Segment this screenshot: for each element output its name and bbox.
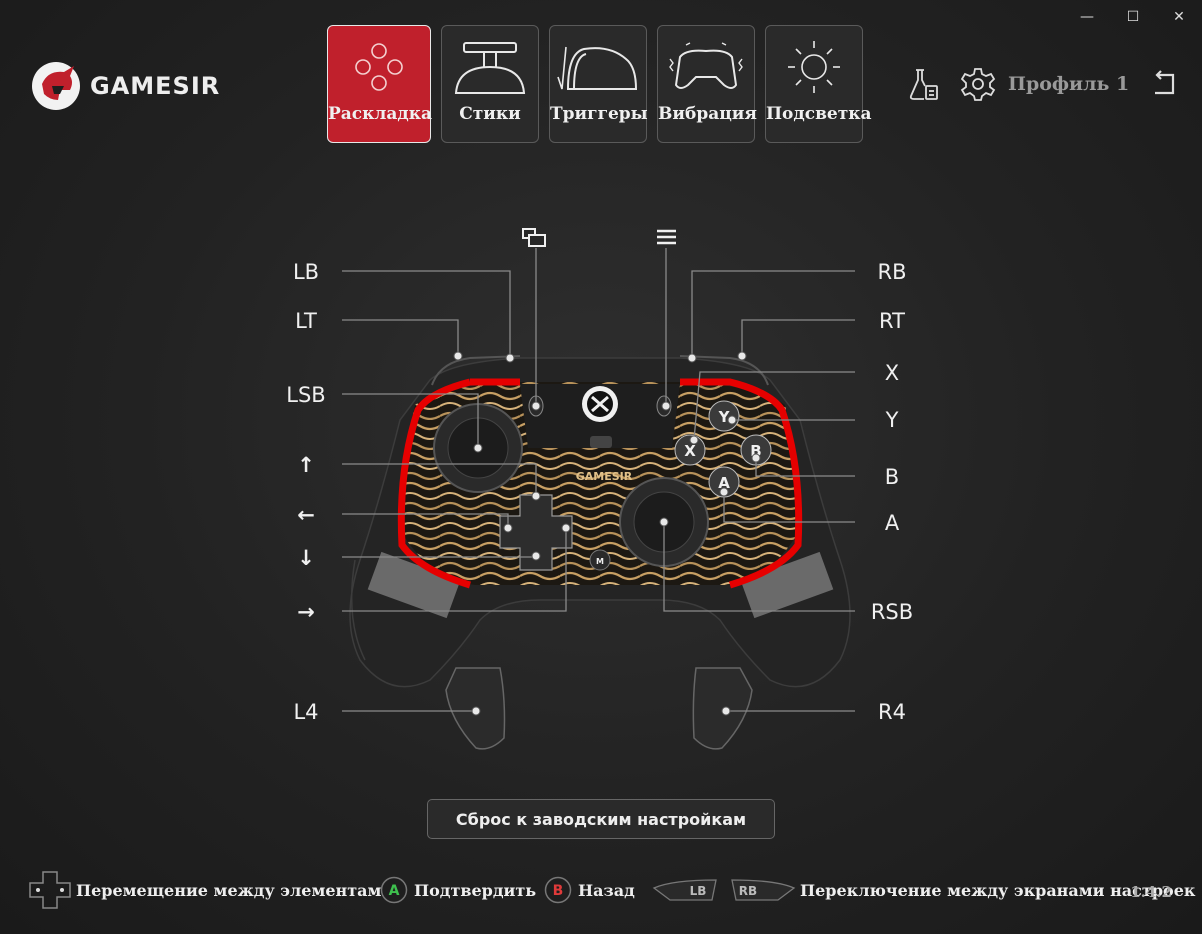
controller-body	[349, 355, 851, 750]
controller-logo-label: GAMESIR	[576, 470, 633, 483]
vibration-icon	[669, 42, 743, 89]
face-button-y-label: Y	[718, 408, 731, 426]
brand-logo: GAMESIR	[30, 60, 220, 112]
minimize-button[interactable]: —	[1080, 9, 1094, 25]
settings-gear-icon[interactable]	[960, 66, 996, 102]
brand-name: GAMESIR	[90, 72, 221, 100]
version-label: 1.4.2	[1130, 883, 1172, 901]
hint-back: B Назад	[544, 870, 635, 910]
label-rb[interactable]: RB	[878, 260, 907, 284]
layout-icon	[355, 43, 403, 91]
light-icon	[788, 41, 840, 93]
tab-layout-label: Раскладка	[328, 104, 433, 124]
profile-label[interactable]: Профиль 1	[1008, 73, 1130, 95]
face-button-a-label: A	[718, 474, 730, 492]
hint-confirm: A Подтвердить	[380, 870, 536, 910]
hint-switch-screens: LB RB Переключение между экранами настро…	[652, 870, 1195, 910]
tab-lighting[interactable]: Подсветка	[765, 25, 872, 143]
tab-lighting-label: Подсветка	[766, 104, 872, 124]
tab-sticks-label: Стики	[459, 104, 521, 124]
flask-doc-icon[interactable]	[908, 66, 940, 102]
label-dpad-left[interactable]: ←	[297, 503, 315, 527]
label-dpad-up[interactable]: ↑	[297, 453, 315, 477]
top-right-tools: Профиль 1	[908, 66, 1179, 102]
hint-back-text: Назад	[578, 880, 635, 900]
tab-triggers-label: Триггеры	[550, 104, 648, 124]
window-controls: — ☐ ✕	[1064, 0, 1202, 34]
label-dpad-down[interactable]: ↓	[297, 546, 315, 570]
lb-rb-bumpers-icon: LB RB	[652, 879, 796, 901]
svg-text:B: B	[553, 883, 564, 899]
tab-triggers[interactable]: Триггеры	[549, 25, 648, 143]
label-lsb[interactable]: LSB	[286, 383, 325, 407]
label-r4[interactable]: R4	[878, 700, 906, 724]
factory-reset-button[interactable]: Сброс к заводским настройкам	[427, 799, 775, 839]
label-a[interactable]: A	[885, 511, 900, 535]
dpad-icon	[29, 871, 71, 909]
tab-vibration[interactable]: Вибрация	[657, 25, 757, 143]
svg-text:A: A	[389, 883, 400, 899]
stick-icon	[454, 42, 526, 94]
label-y[interactable]: Y	[885, 408, 899, 432]
hint-confirm-text: Подтвердить	[414, 880, 537, 900]
gamesir-logo-icon	[32, 62, 80, 110]
face-button-x-label: X	[684, 442, 696, 460]
close-button[interactable]: ✕	[1173, 9, 1185, 25]
label-x[interactable]: X	[885, 361, 899, 385]
footer-hints: Перемещение между элементами A Подтверди…	[28, 870, 1195, 910]
label-lt[interactable]: LT	[295, 309, 317, 333]
tab-layout[interactable]: Раскладка	[327, 25, 433, 143]
view-button-icon	[522, 228, 546, 247]
label-dpad-right[interactable]: →	[297, 600, 315, 624]
label-rsb[interactable]: RSB	[871, 600, 913, 624]
label-rt[interactable]: RT	[879, 309, 905, 333]
tab-vibration-label: Вибрация	[658, 104, 757, 124]
label-lb[interactable]: LB	[293, 260, 319, 284]
back-return-icon[interactable]	[1149, 69, 1179, 99]
a-button-icon: A	[380, 876, 408, 904]
menu-button-icon	[657, 229, 676, 245]
svg-text:RB: RB	[739, 884, 757, 898]
tab-bar: Раскладка Стики Триггеры	[327, 25, 872, 143]
hint-navigate-text: Перемещение между элементами	[76, 880, 394, 900]
face-button-b-label: B	[750, 442, 761, 460]
tab-sticks[interactable]: Стики	[441, 25, 539, 143]
svg-text:LB: LB	[690, 884, 707, 898]
label-b[interactable]: B	[885, 465, 899, 489]
hint-navigate: Перемещение между элементами	[28, 870, 393, 910]
trigger-icon	[557, 46, 638, 90]
label-l4[interactable]: L4	[293, 700, 318, 724]
hint-switch-text: Переключение между экранами настроек	[800, 880, 1196, 900]
b-button-icon: B	[544, 876, 572, 904]
m-button-label: M	[596, 557, 604, 566]
maximize-button[interactable]: ☐	[1126, 9, 1140, 25]
